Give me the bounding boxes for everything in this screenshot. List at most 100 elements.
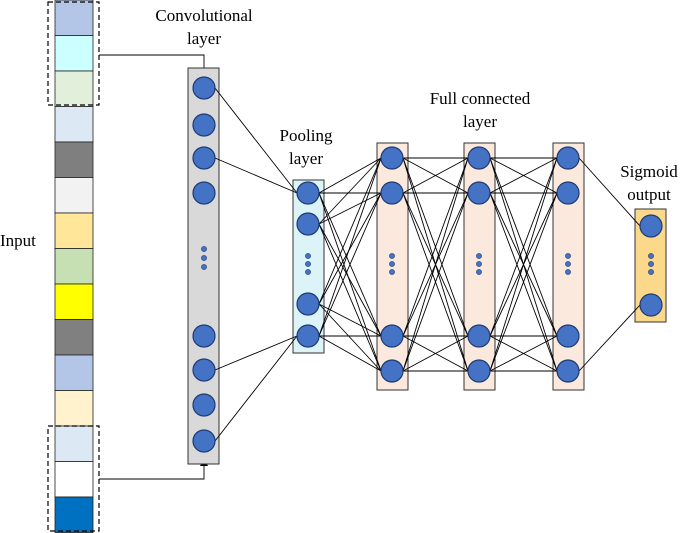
neuron-node <box>639 293 663 317</box>
connection-line <box>318 157 382 337</box>
conv-label-line2: layer <box>187 29 221 48</box>
input-cell <box>54 283 94 320</box>
input-cell <box>54 319 94 356</box>
input-top-window <box>47 1 100 106</box>
connection-line <box>318 335 382 372</box>
neuron-node <box>467 324 491 348</box>
connection-line <box>402 157 469 194</box>
input-cell <box>54 141 94 178</box>
ellipsis-dot <box>648 261 654 267</box>
connection-line <box>578 304 641 372</box>
input-cell <box>54 177 94 214</box>
connection-line <box>318 157 382 194</box>
pool-label-line1: Pooling <box>280 126 333 145</box>
connection-line <box>214 335 298 442</box>
neuron-node <box>639 214 663 238</box>
conv-label-line1: Convolutional <box>155 6 253 25</box>
sigmoid-label-line1: Sigmoid <box>620 162 678 181</box>
input-cell <box>54 461 94 498</box>
connection-line <box>318 192 382 305</box>
ellipsis-dot <box>476 269 482 275</box>
connection-line <box>214 335 298 371</box>
ellipsis-dot <box>476 261 482 267</box>
input-cell <box>54 0 94 36</box>
neuron-node <box>192 146 216 170</box>
neuron-node <box>296 181 320 205</box>
connection-line <box>318 303 382 372</box>
connection-line <box>318 192 382 337</box>
neuron-node <box>556 146 580 170</box>
connection-line <box>489 157 558 194</box>
ellipsis-dot <box>305 261 311 267</box>
ellipsis-dot <box>305 253 311 259</box>
fc-label-line2: layer <box>463 112 497 131</box>
connection-line <box>402 192 469 372</box>
neuron-node <box>192 113 216 137</box>
ellipsis-dot <box>565 269 571 275</box>
connection-line <box>489 157 558 337</box>
connection-line <box>402 157 469 337</box>
neuron-node <box>467 146 491 170</box>
input-cell <box>54 354 94 391</box>
connection-line <box>318 157 382 225</box>
neuron-node <box>380 359 404 383</box>
neuron-node <box>380 324 404 348</box>
ellipsis-dot <box>565 253 571 259</box>
input-cell <box>54 390 94 427</box>
connection-line <box>318 192 382 225</box>
input-bottom-window <box>47 425 100 532</box>
connection-line <box>402 335 469 372</box>
neuron-node <box>380 181 404 205</box>
connection-line <box>318 223 382 337</box>
input-cell <box>54 425 94 462</box>
connection-line <box>214 87 298 194</box>
ellipsis-dot <box>389 261 395 267</box>
neuron-node <box>380 146 404 170</box>
neuron-node <box>296 212 320 236</box>
connection-line <box>214 157 298 194</box>
neuron-node <box>192 358 216 382</box>
connection-line <box>318 157 382 305</box>
input-cell <box>54 70 94 107</box>
neuron-node <box>296 324 320 348</box>
connection-line <box>489 157 558 372</box>
connection-line <box>489 192 558 372</box>
neuron-node <box>556 181 580 205</box>
ellipsis-dot <box>476 253 482 259</box>
neuron-node <box>556 359 580 383</box>
connection-line <box>578 157 641 227</box>
ellipsis-dot <box>305 269 311 275</box>
neuron-node <box>192 324 216 348</box>
neuron-node <box>467 359 491 383</box>
pool-label-line2: layer <box>289 149 323 168</box>
neuron-node <box>467 181 491 205</box>
input-cell <box>54 35 94 72</box>
ellipsis-dot <box>201 255 207 261</box>
connection-line <box>489 335 558 372</box>
neuron-node <box>192 393 216 417</box>
neuron-node <box>192 429 216 453</box>
input-cell <box>54 212 94 249</box>
fc-label-line1: Full connected <box>430 89 531 108</box>
nodes <box>192 76 663 453</box>
connection-line <box>318 223 382 372</box>
ellipsis-dot <box>565 261 571 267</box>
input-label: Input <box>0 231 36 250</box>
neuron-node <box>296 292 320 316</box>
input-cell <box>54 496 94 533</box>
ellipsis-dot <box>201 264 207 270</box>
neuron-node <box>192 181 216 205</box>
ellipsis-dot <box>201 246 207 252</box>
sigmoid-label-line2: output <box>627 185 671 204</box>
input-cell <box>54 106 94 143</box>
bottom-window-arrow <box>99 458 208 480</box>
input-column <box>54 0 94 533</box>
connections <box>214 87 641 442</box>
input-cell <box>54 248 94 285</box>
connection-line <box>318 303 382 337</box>
neuron-node <box>556 324 580 348</box>
neuron-node <box>192 76 216 100</box>
connection-line <box>318 192 382 372</box>
ellipsis-dot <box>389 269 395 275</box>
